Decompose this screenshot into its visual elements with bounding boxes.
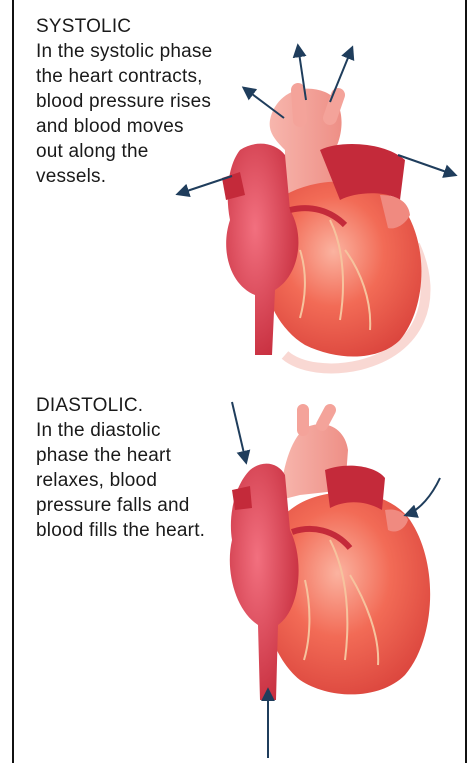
diastolic-heart [230,410,430,700]
systolic-heart [222,89,426,369]
